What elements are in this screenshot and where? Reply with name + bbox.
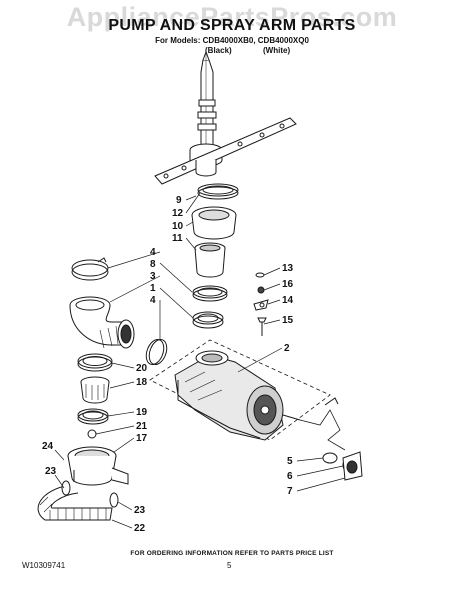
model-white-label: (White) (263, 46, 291, 55)
impeller-18 (80, 376, 110, 404)
cylinder-11 (194, 242, 226, 278)
callout-19: 19 (136, 407, 148, 418)
ring-19 (77, 408, 109, 425)
callout-1: 1 (150, 283, 156, 294)
models-line: For Models: CDB4000XB0, CDB4000XQ0 (155, 36, 309, 45)
watermark-text: AppliancePartsPros.com (66, 2, 398, 32)
spray-arm-assembly (154, 50, 297, 185)
callout-4-lower: 4 (150, 295, 156, 306)
callout-17: 17 (136, 433, 148, 444)
callout-24: 24 (42, 441, 54, 452)
callout-16: 16 (282, 279, 294, 290)
hose-clamp-lower (145, 338, 168, 366)
callout-23-left: 23 (45, 466, 57, 477)
callout-9: 9 (176, 195, 182, 206)
hose-clamp-upper (71, 257, 109, 281)
callout-2: 2 (284, 343, 290, 354)
fastener-parts (253, 272, 269, 336)
page-title: PUMP AND SPRAY ARM PARTS (108, 17, 356, 34)
callout-12: 12 (172, 208, 184, 219)
sump-17 (67, 446, 129, 486)
callout-4-upper: 4 (150, 247, 156, 258)
callout-23-right: 23 (134, 505, 146, 516)
callout-5: 5 (287, 456, 293, 467)
hose-clamp-23 (61, 480, 119, 508)
callout-14: 14 (282, 295, 294, 306)
ring-8 (192, 285, 228, 302)
callout-11: 11 (172, 233, 183, 244)
ordering-note: FOR ORDERING INFORMATION REFER TO PARTS … (130, 550, 334, 557)
document-id: W10309741 (22, 561, 66, 570)
callout-22: 22 (134, 523, 146, 534)
manifold-10 (191, 206, 237, 240)
callout-7: 7 (287, 486, 293, 497)
callout-18: 18 (136, 377, 148, 388)
drain-hose-22 (37, 484, 113, 521)
callout-21: 21 (136, 421, 148, 432)
ring-1 (192, 311, 224, 329)
elbow-hose-3 (69, 296, 135, 349)
callout-3: 3 (150, 271, 156, 282)
ball-21 (87, 429, 97, 439)
callout-15: 15 (282, 315, 294, 326)
page-number: 5 (227, 561, 232, 570)
callout-20: 20 (136, 363, 148, 374)
model-black-label: (Black) (205, 46, 232, 55)
callout-10: 10 (172, 221, 184, 232)
ring-20 (77, 353, 113, 372)
callout-6: 6 (287, 471, 293, 482)
ring-12 (197, 183, 239, 200)
callout-8: 8 (150, 259, 156, 270)
leader-lines (54, 192, 346, 529)
pump-motor-2 (174, 350, 301, 441)
callout-13: 13 (282, 263, 294, 274)
wire-harness (299, 397, 363, 481)
